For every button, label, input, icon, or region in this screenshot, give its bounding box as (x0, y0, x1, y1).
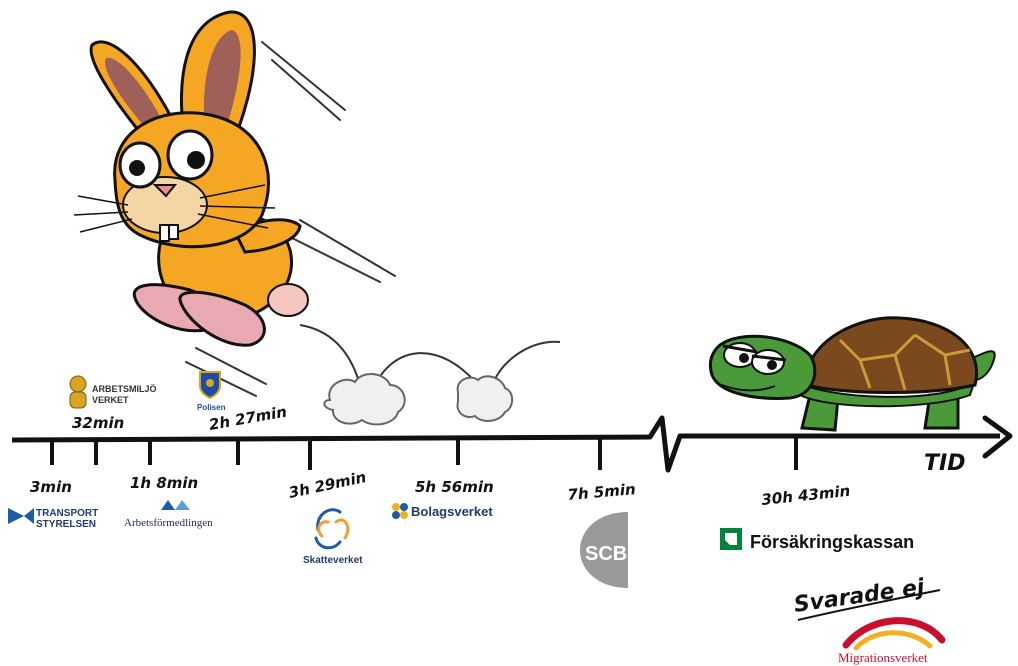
logo-transportstyrelsen: TRANSPORT STYRELSEN (8, 508, 98, 530)
logo-migrationsverket: Migrationsverket (838, 617, 946, 665)
time-label-arbetsformedlingen: 1h 8min (130, 474, 198, 492)
arbetsmiljoverket-line1: ARBETSMILJÖ (92, 384, 157, 394)
time-label-skatteverket: 3h 29min (287, 468, 368, 502)
transportstyrelsen-line2: STYRELSEN (36, 519, 96, 530)
transportstyrelsen-line1: TRANSPORT (36, 508, 98, 519)
time-label-bolagsverket: 5h 56min (415, 478, 494, 496)
rabbit-illustration (73, 10, 561, 426)
skatteverket-name: Skatteverket (303, 555, 363, 566)
logo-forsakringskassan: Försäkringskassan (720, 528, 914, 552)
time-label-forsakringskassan: 30h 43min (761, 482, 852, 509)
timeline-axis (11, 415, 1013, 473)
forsakringskassan-name: Försäkringskassan (750, 532, 914, 552)
no-answer-note: Svarade ej (792, 575, 941, 621)
time-labels: 3min 32min 1h 8min 2h 27min 3h 29min 5h … (30, 403, 965, 509)
turtle-illustration (708, 316, 996, 432)
logo-arbetsformedlingen: Arbetsförmedlingen (124, 500, 213, 529)
logo-polisen: Polisen (197, 371, 226, 412)
scb-name: SCB (585, 543, 627, 565)
migrationsverket-name: Migrationsverket (838, 650, 928, 665)
logo-bolagsverket: Bolagsverket (392, 503, 493, 519)
arbetsmiljoverket-line2: VERKET (92, 395, 129, 405)
time-label-transportstyrelsen: 3min (30, 478, 72, 496)
bolagsverket-name: Bolagsverket (411, 504, 493, 519)
time-label-arbetsmiljoverket: 32min (72, 414, 124, 432)
time-label-scb: 7h 5min (567, 480, 637, 504)
logo-scb: SCB (580, 512, 628, 588)
axis-label-tid: TID (924, 451, 965, 476)
polisen-name: Polisen (197, 403, 226, 412)
logo-arbetsmiljoverket: ARBETSMILJÖ VERKET (69, 375, 157, 409)
logo-skatteverket: Skatteverket (303, 508, 363, 566)
arbetsformedlingen-name: Arbetsförmedlingen (124, 517, 213, 529)
